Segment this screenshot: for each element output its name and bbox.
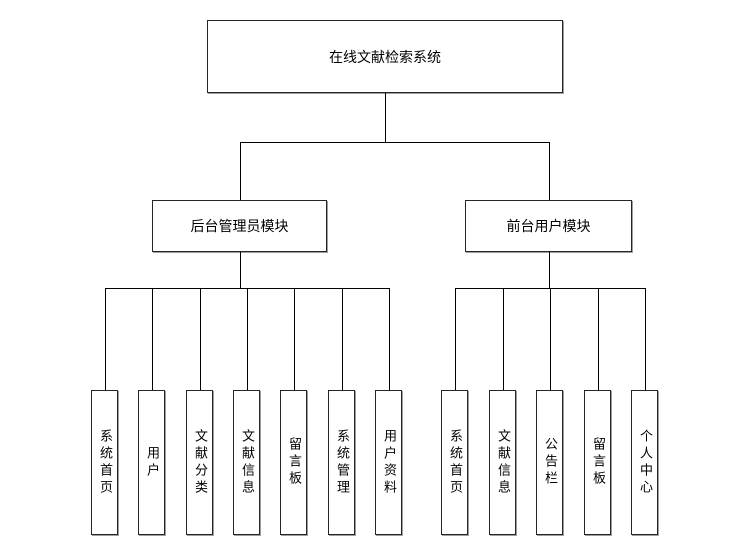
connector-user-leaf-drop-1 <box>454 288 456 390</box>
leaf-node-user-personal-center: 个人中心 <box>631 390 658 535</box>
leaf-node-admin-doc-info: 文献信息 <box>233 390 260 535</box>
connector-admin-leaf-drop-1 <box>104 288 106 390</box>
leaf-node-label: 系统首页 <box>447 428 462 497</box>
leaf-node-admin-message-board: 留言板 <box>280 390 307 535</box>
leaf-node-user-bulletin: 公告栏 <box>536 390 563 535</box>
leaf-node-label: 系统首页 <box>97 428 112 497</box>
leaf-node-label: 文献信息 <box>495 428 510 497</box>
connector-user-leaf-drop-3 <box>549 288 551 390</box>
connector-admin-stem <box>239 252 241 288</box>
connector-branch-user-drop <box>548 142 550 200</box>
leaf-node-label: 留言板 <box>590 437 605 488</box>
leaf-node-label: 公告栏 <box>542 437 557 488</box>
leaf-node-user-doc-info: 文献信息 <box>489 390 516 535</box>
branch-node-admin-label: 后台管理员模块 <box>190 219 289 235</box>
connector-top-rail <box>239 142 549 143</box>
connector-user-leaf-drop-4 <box>597 288 599 390</box>
leaf-node-user-message-board: 留言板 <box>584 390 611 535</box>
connector-admin-leaf-drop-5 <box>293 288 295 390</box>
leaf-node-admin-users: 用户 <box>138 390 165 535</box>
leaf-node-label: 文献分类 <box>192 428 207 497</box>
root-node-label: 在线文献检索系统 <box>329 49 441 66</box>
leaf-node-label: 留言板 <box>286 437 301 488</box>
connector-admin-leaf-drop-7 <box>388 288 390 390</box>
leaf-node-admin-system-mgmt: 系统管理 <box>328 390 355 535</box>
leaf-node-admin-doc-category: 文献分类 <box>186 390 213 535</box>
connector-admin-leaf-drop-2 <box>151 288 153 390</box>
connector-user-leaf-drop-5 <box>644 288 646 390</box>
leaf-node-label: 系统管理 <box>334 428 349 497</box>
connector-admin-leaf-drop-6 <box>341 288 343 390</box>
connector-admin-leaf-drop-4 <box>246 288 248 390</box>
connector-user-leaf-drop-2 <box>502 288 504 390</box>
branch-node-admin: 后台管理员模块 <box>152 200 327 252</box>
leaf-node-label: 用户资料 <box>381 428 396 497</box>
leaf-node-label: 个人中心 <box>637 428 652 497</box>
branch-node-user-label: 前台用户模块 <box>506 219 591 235</box>
leaf-node-admin-home: 系统首页 <box>91 390 118 535</box>
connector-branch-admin-drop <box>239 142 241 200</box>
leaf-node-user-home: 系统首页 <box>441 390 468 535</box>
connector-root-stem <box>384 93 386 142</box>
connector-admin-leaf-drop-3 <box>199 288 201 390</box>
root-node: 在线文献检索系统 <box>207 20 563 93</box>
leaf-node-label: 文献信息 <box>239 428 254 497</box>
leaf-node-admin-user-profile: 用户资料 <box>375 390 402 535</box>
branch-node-user: 前台用户模块 <box>465 200 632 252</box>
leaf-node-label: 用户 <box>144 445 159 480</box>
connector-user-stem <box>548 252 550 288</box>
